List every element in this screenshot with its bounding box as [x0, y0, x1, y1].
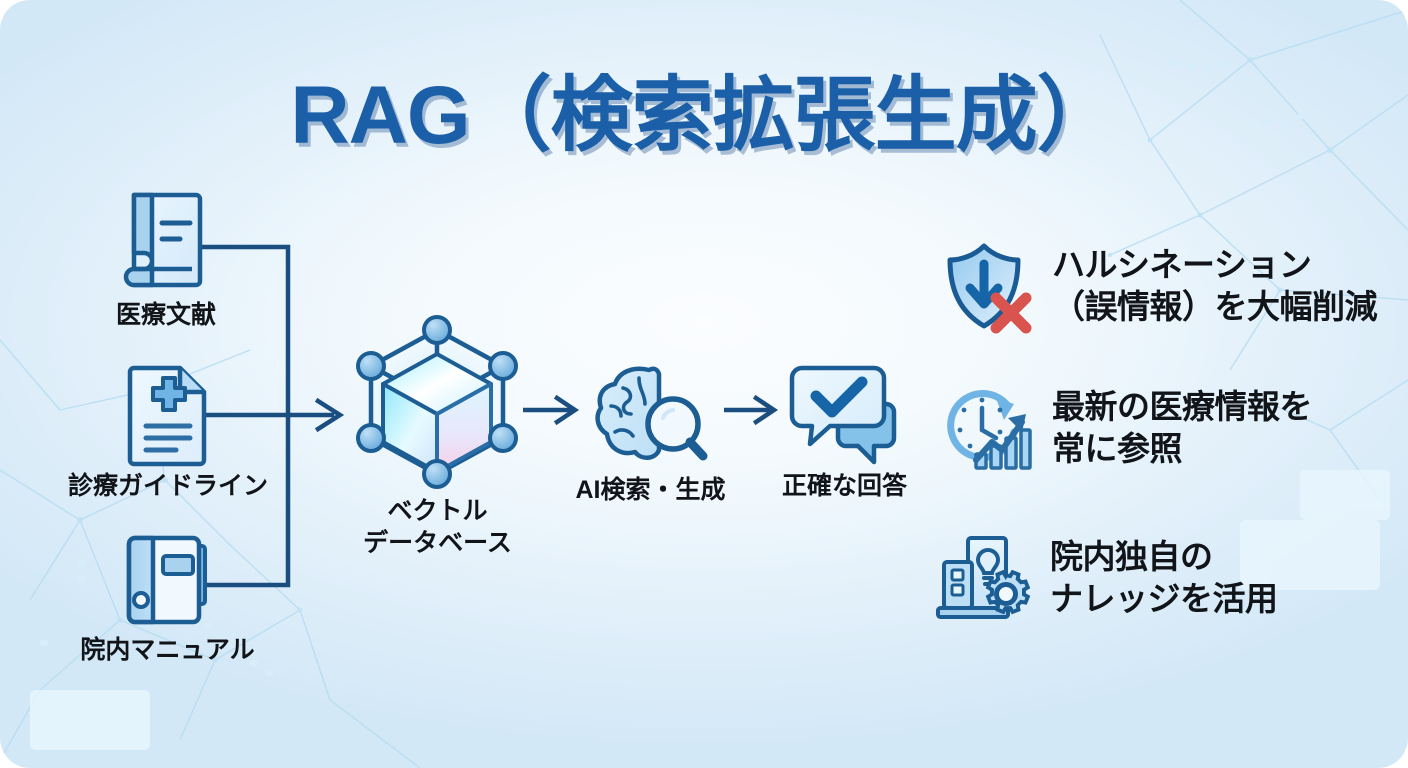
source-item-internal-manual: 院内マニュアル	[55, 528, 280, 666]
pipeline-label-line2: データベース	[363, 528, 512, 557]
benefit-line2: ナレッジを活用	[1050, 580, 1278, 617]
source-label: 院内マニュアル	[80, 636, 255, 664]
page-title: RAG（検索拡張生成）	[290, 70, 1118, 161]
benefit-line1: 院内独自の	[1050, 537, 1213, 575]
notebook-icon	[126, 535, 207, 625]
benefit-line1: ハルシネーション	[1052, 245, 1312, 283]
pipeline-item-vector-database: ベクトル データベース	[330, 310, 545, 558]
benefit-text: ハルシネーション （誤情報）を大幅削減	[1052, 244, 1378, 328]
chat-check-icon	[789, 365, 896, 465]
benefit-text: 最新の医療情報を 常に参照	[1052, 386, 1313, 470]
pipeline-label-line1: ベクトル	[387, 497, 488, 525]
clock-trend-chart-icon	[947, 390, 1032, 470]
benefit-line2: （誤情報）を大幅削減	[1052, 288, 1378, 325]
benefit-item-internal-knowledge: 院内独自の ナレッジを活用	[934, 530, 1278, 626]
pipeline-item-accurate-answer: 正確な回答	[762, 362, 927, 502]
benefit-item-latest-medical-info: 最新の医療情報を 常に参照	[938, 380, 1313, 476]
source-item-clinical-guideline: 診療ガイドライン	[58, 360, 278, 502]
pipeline-label-line1: AI検索・生成	[575, 476, 726, 504]
arrow-ai-to-answer	[724, 394, 779, 426]
source-connector-bracket	[200, 244, 345, 588]
benefit-text: 院内独自の ナレッジを活用	[1050, 536, 1278, 620]
building-bulb-gear-icon	[936, 536, 1031, 619]
vector-database-icon	[356, 315, 518, 489]
source-label: 診療ガイドライン	[67, 472, 268, 500]
benefit-line2: 常に参照	[1052, 430, 1183, 467]
brain-search-icon	[594, 366, 707, 461]
medical-document-icon	[127, 365, 207, 467]
benefit-line1: 最新の医療情報を	[1052, 387, 1313, 425]
pipeline-item-ai-search-generate: AI検索・生成	[558, 362, 743, 506]
source-item-medical-literature: 医療文献	[96, 185, 236, 331]
pipeline-label-line1: 正確な回答	[781, 472, 907, 500]
arrow-db-to-ai	[523, 394, 580, 426]
source-label: 医療文献	[115, 301, 216, 329]
book-icon	[123, 192, 203, 288]
benefit-item-hallucination-reduction: ハルシネーション （誤情報）を大幅削減	[938, 238, 1378, 334]
shield-down-arrow-x-icon	[947, 243, 1032, 334]
